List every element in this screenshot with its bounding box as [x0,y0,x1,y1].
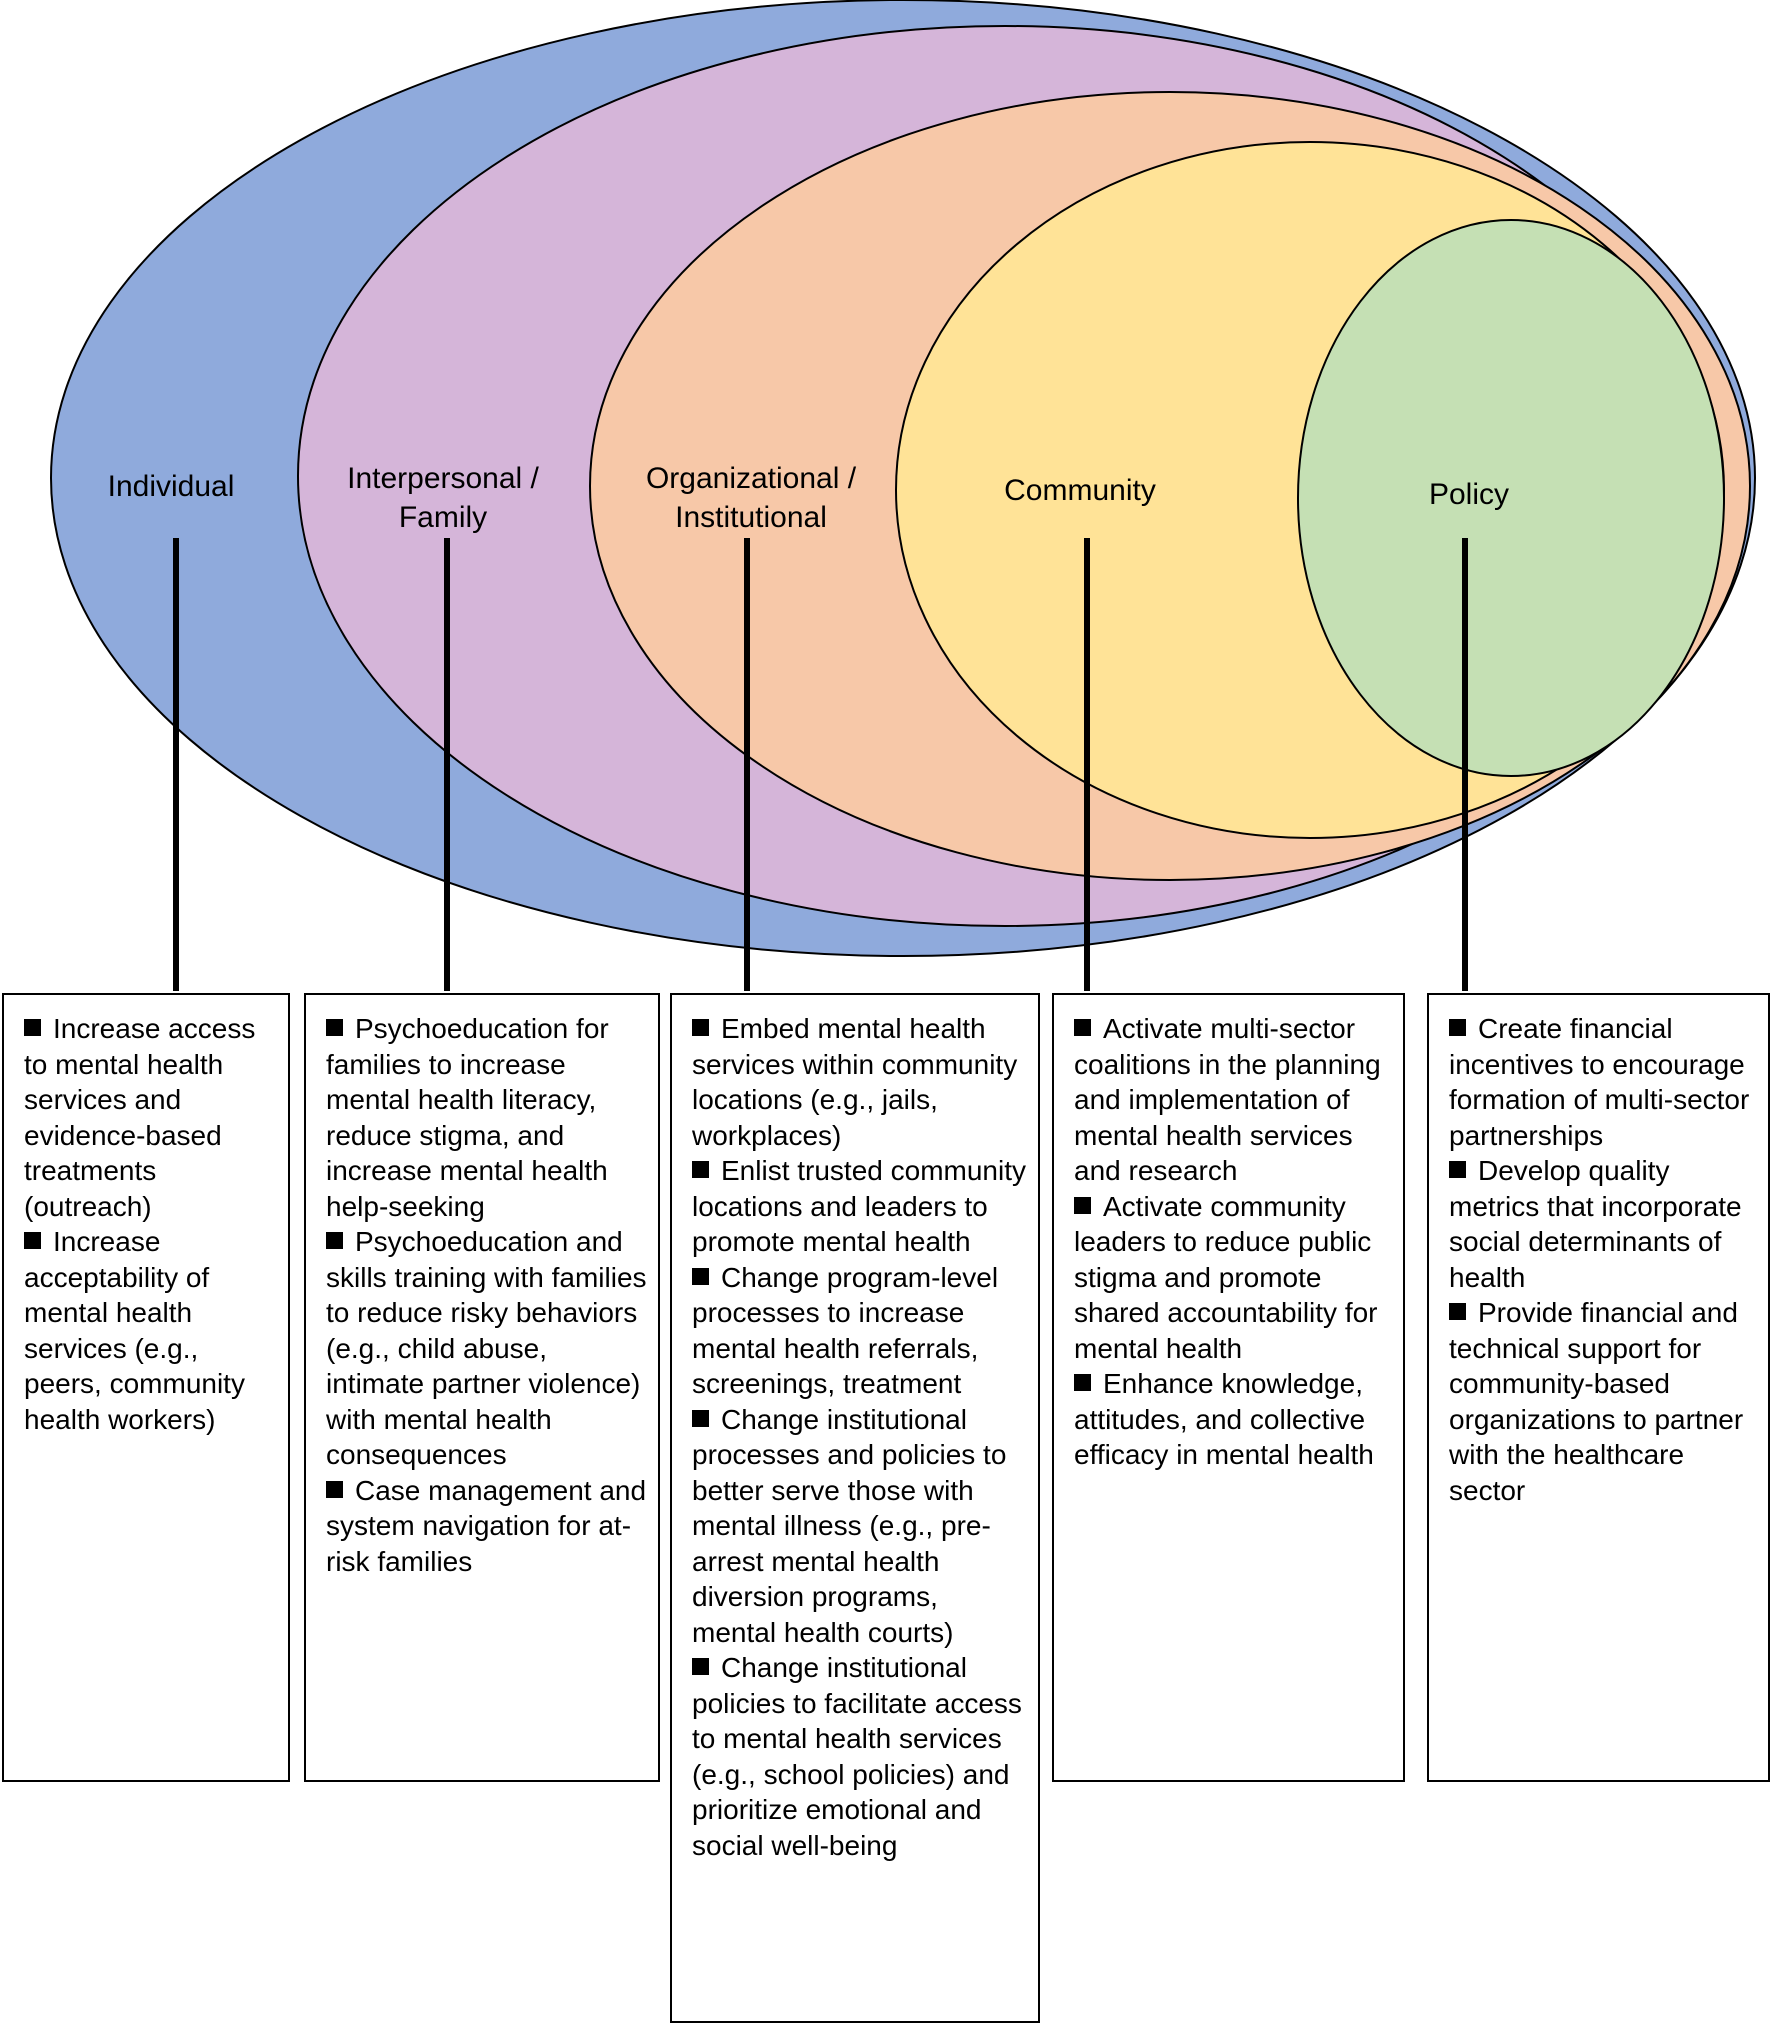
label-organizational-line2: Institutional [675,501,827,534]
strategy-item: Enlist trusted community locations and l… [692,1155,1026,1257]
label-interpersonal-line2: Family [399,501,487,534]
strategy-item: Change program-level processes to increa… [692,1261,999,1399]
strategy-item: Increase access to mental health service… [24,1013,256,1222]
bullet-icon [1074,1196,1091,1214]
bullet-icon [24,1232,41,1249]
bullet-icon [692,1658,709,1675]
bullet-icon [1449,1019,1466,1036]
bullet-icon [1449,1303,1466,1320]
bullet-icon [692,1161,709,1178]
bullet-icon [1074,1374,1091,1391]
label-policy: Policy [1429,478,1509,511]
strategy-item: Create financial incentives to encourage… [1449,1013,1750,1151]
strategy-item: Increase acceptability of mental health … [24,1226,245,1435]
policy-strategies-box: Create financial incentives to encourage… [1427,993,1770,1782]
bullet-icon [692,1409,709,1427]
bullet-icon [1449,1161,1466,1178]
strategy-item: Embed mental health services within comm… [692,1013,1018,1151]
strategy-item: Enhance knowledge, attitudes, and collec… [1074,1368,1374,1470]
strategy-item: Activate community leaders to reduce pub… [1074,1190,1378,1364]
label-community: Community [1004,474,1156,507]
strategy-item: Provide financial and technical support … [1449,1297,1744,1506]
strategy-item: Psychoeducation and skills training with… [326,1226,647,1470]
bullet-icon [1074,1019,1091,1036]
individual-strategies-box: Increase access to mental health service… [2,993,290,1782]
community-strategies-box: Activate multi-sector coalitions in the … [1052,993,1405,1782]
strategy-item: Activate multi-sector coalitions in the … [1074,1013,1381,1186]
label-interpersonal-line1: Interpersonal / [347,462,539,495]
organizational-strategies-box: Embed mental health services within comm… [670,993,1040,2023]
strategy-item: Psychoeducation for families to increase… [326,1013,609,1222]
strategy-item: Change institutional processes and polic… [692,1403,1007,1648]
bullet-icon [326,1019,343,1036]
bullet-icon [692,1019,709,1036]
label-organizational-line1: Organizational / [646,462,857,495]
strategy-item: Change institutional policies to facilit… [692,1652,1022,1861]
bullet-icon [692,1267,709,1285]
strategy-item: Case management and system navigation fo… [326,1474,647,1577]
interpersonal-strategies-box: Psychoeducation for families to increase… [304,993,660,1782]
bullet-icon [326,1480,343,1498]
strategy-item: Develop quality metrics that incorporate… [1449,1155,1742,1293]
bullet-icon [24,1019,41,1036]
policy-ellipse [1297,219,1725,777]
bullet-icon [326,1232,343,1249]
label-individual: Individual [108,470,235,503]
